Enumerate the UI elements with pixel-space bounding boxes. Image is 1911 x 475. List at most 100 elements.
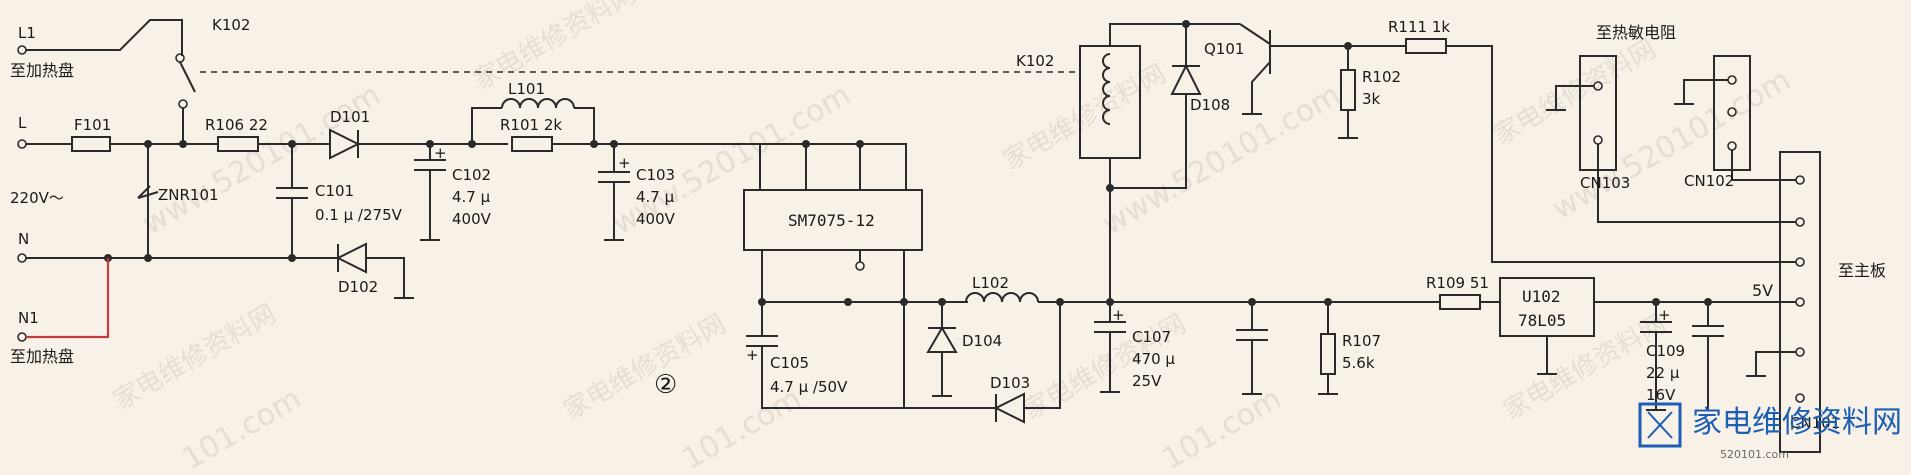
label-r102: R102 [1362, 68, 1401, 86]
capacitor-c101 [276, 144, 308, 258]
wire-top-bus [760, 143, 907, 190]
watermark-text: 家电维修资料网 [469, 0, 642, 96]
label-c103-value1: 4.7 μ [636, 188, 675, 206]
wire-cn102-ground [1674, 79, 1728, 105]
label-5v: 5V [1752, 281, 1773, 300]
relay-contact-bottom [178, 99, 188, 109]
wire-d104-ground [932, 352, 952, 397]
label-c105-value: 4.7 μ /50V [770, 378, 848, 396]
wire-r102-ground [1338, 110, 1358, 139]
fuse-f101 [71, 136, 111, 152]
sm7075-top-pins [759, 144, 861, 190]
cn101-pin [1795, 175, 1805, 185]
cn102-pin [1727, 107, 1737, 117]
wire-d103-right [1024, 302, 1061, 409]
label-circle-2: ② [654, 370, 677, 400]
cn101-pin [1795, 347, 1805, 357]
label-cn103: CN103 [1580, 174, 1630, 192]
watermark-text: 101.com [177, 381, 308, 470]
label-c103: C103 [636, 166, 675, 184]
relay-coil [1102, 53, 1111, 125]
cn101-pin [1795, 393, 1805, 403]
label-k102-switch: K102 [212, 16, 250, 34]
logo-mark [1638, 402, 1682, 448]
capacitor-c105 [746, 302, 905, 409]
wire-d108-bottom [1110, 94, 1187, 189]
wire-u102-ground [1537, 336, 1557, 375]
c103-plus: + [618, 154, 631, 172]
label-c109: C109 [1646, 342, 1685, 360]
label-l1: L1 [18, 24, 36, 42]
cn102-pin [1727, 75, 1737, 85]
terminal-l1 [17, 45, 27, 55]
label-r102-value: 3k [1362, 90, 1381, 108]
label-220v: 220V～ [10, 189, 64, 207]
capacitor-c107 [1094, 302, 1126, 393]
label-c107-value1: 470 μ [1132, 350, 1175, 368]
junction [844, 298, 852, 306]
watermark-text: 101.com [1157, 381, 1288, 470]
junction [288, 254, 296, 262]
cn101-pin [1795, 297, 1805, 307]
label-l: L [18, 114, 27, 132]
label-to-heater-bottom: 至加热盘 [10, 347, 74, 366]
label-d102: D102 [338, 278, 378, 296]
watermark-text: 家电维修资料网 [109, 299, 282, 416]
resistor-r101 [511, 136, 553, 152]
c107-plus: + [1112, 306, 1125, 324]
label-c102-value2: 400V [452, 210, 492, 228]
diode-d108 [1170, 63, 1202, 95]
terminal-l [17, 139, 27, 149]
connector-section: 至热敏电阻 CN103 CN102 CN101 至主板 [1546, 23, 1886, 453]
cn101-pin [1795, 217, 1805, 227]
label-c107-value2: 25V [1132, 372, 1162, 390]
label-r107-value: 5.6k [1342, 354, 1375, 372]
terminal-n1 [17, 332, 27, 342]
junction [179, 140, 187, 148]
wire-coil-top [1109, 23, 1186, 46]
wire-cn103-ground [1546, 85, 1594, 111]
label-cn101: CN101 [1790, 414, 1840, 432]
diode-d102 [335, 242, 367, 274]
label-r109: R109 51 [1426, 274, 1489, 292]
label-znr101: ZNR101 [158, 186, 219, 204]
capacitor-bypass [1692, 302, 1724, 410]
capacitor-c109 [1640, 302, 1672, 411]
resistor-r107 [1320, 333, 1336, 375]
watermark-layer: www.520101.com www.520101.com www.520101… [109, 0, 1797, 475]
ic-sm7075 [743, 189, 923, 251]
label-r107: R107 [1342, 332, 1381, 350]
q101-emitter [1242, 61, 1271, 115]
junction [144, 254, 152, 262]
wire-d102-ground [366, 257, 414, 299]
label-f101: F101 [74, 116, 111, 134]
label-to-thermistor: 至热敏电阻 [1596, 23, 1676, 42]
label-to-mainboard: 至主板 [1838, 261, 1886, 280]
label-r101: R101 2k [500, 116, 562, 134]
sm7075-bottom-pins [761, 250, 905, 302]
watermark-text: 家电维修资料网 [1489, 34, 1662, 151]
wire-cn103-signal [1597, 144, 1796, 223]
label-c103-value2: 400V [636, 210, 676, 228]
label-c105: C105 [770, 354, 809, 372]
wire-n1-red [26, 258, 110, 339]
connector-cn101 [1779, 151, 1821, 453]
converter-section: SM7075-12 ② + C105 4.7 μ /50V L102 D104 [654, 140, 1110, 424]
capacitor-c102 [414, 144, 446, 241]
label-cn102: CN102 [1684, 172, 1734, 190]
label-c101-value: 0.1 μ /275V [315, 206, 403, 224]
wire-cn101-ground [1746, 351, 1796, 377]
relay-driver-section: K102 D108 Q101 R102 3k R111 1k [1016, 18, 1796, 306]
wire-l101-right [574, 107, 595, 144]
relay-contact-top [175, 53, 185, 63]
wire-r111-to-cn101 [1446, 45, 1796, 263]
label-c109-value2: 16V [1646, 386, 1676, 404]
inductor-l101 [501, 98, 575, 109]
label-d104: D104 [962, 332, 1002, 350]
label-u102: U102 [1522, 287, 1561, 306]
junction [590, 140, 598, 148]
site-logo: 家电维修资料网 520101.com [1638, 402, 1902, 461]
label-l101: L101 [508, 80, 545, 98]
